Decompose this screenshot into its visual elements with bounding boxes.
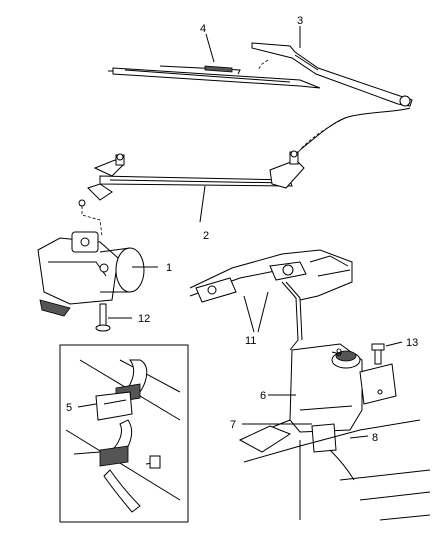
body-structure [238, 419, 431, 521]
bolt-12 [95, 303, 111, 332]
washer-hose-upper [294, 107, 411, 159]
callout-6: 6 [260, 390, 266, 402]
callout-11: 11 [245, 335, 256, 347]
wiper-blade [108, 65, 321, 89]
cowl-panel [189, 249, 353, 351]
callout-12: 12 [138, 313, 150, 325]
mounting-bracket [359, 343, 397, 405]
callout-4: 4 [200, 23, 206, 35]
callout-1: 1 [166, 262, 172, 274]
wiper-motor [37, 231, 145, 317]
leader-lines [77, 26, 403, 439]
callout-7: 8 [372, 432, 378, 444]
wiper-linkage [78, 150, 305, 207]
callout-8: 7 [230, 419, 236, 431]
callout-2: 2 [203, 230, 209, 242]
callout-5: 5 [66, 402, 72, 414]
callout-13: 13 [406, 337, 418, 349]
callout-9: 9 [336, 347, 342, 359]
washer-reservoir [289, 343, 363, 481]
inset-detail-box [59, 344, 189, 523]
wiper-arm [251, 42, 413, 107]
motor-link-dashed [81, 206, 103, 237]
callout-3: 3 [297, 15, 303, 27]
